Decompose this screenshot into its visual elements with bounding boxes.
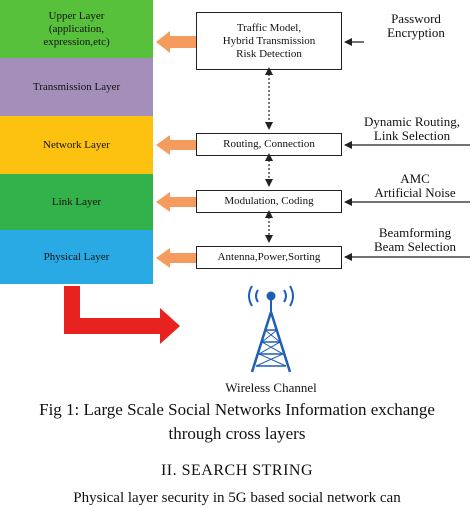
section-heading: II. SEARCH STRING xyxy=(160,462,314,479)
orange-arrow-physical xyxy=(156,248,196,268)
layer-network: Network Layer xyxy=(0,116,153,174)
label-amc-line-1: AMC xyxy=(400,171,430,186)
orange-arrow-network xyxy=(156,135,196,155)
box-routing-connection-label: Routing, Connection xyxy=(223,138,315,150)
diagram-connectors xyxy=(64,31,470,373)
red-bent-arrow xyxy=(64,286,180,344)
label-beamforming: Beamforming Beam Selection xyxy=(356,226,474,254)
figure-caption-line-1: Fig 1: Large Scale Social Networks Infor… xyxy=(39,400,435,419)
box-antenna-power: Antenna,Power,Sorting xyxy=(196,246,342,269)
layer-network-label: Network Layer xyxy=(43,138,110,151)
layer-upper: Upper Layer (application, expression,etc… xyxy=(0,0,153,58)
box-traffic-model-line-1: Traffic Model, xyxy=(236,21,302,34)
orange-arrow-link xyxy=(156,192,196,212)
layer-upper-line-1: Upper Layer xyxy=(48,9,105,22)
layer-physical: Physical Layer xyxy=(0,230,153,284)
label-password-encryption: Password Encryption xyxy=(360,12,472,40)
tower-icon xyxy=(248,285,294,373)
layer-physical-label: Physical Layer xyxy=(43,250,110,263)
label-beam-line-2: Beam Selection xyxy=(374,239,456,254)
label-password-line-2: Encryption xyxy=(387,25,445,40)
layer-upper-line-2: (application, xyxy=(48,22,105,35)
layer-link: Link Layer xyxy=(0,174,153,230)
box-traffic-model-line-3: Risk Detection xyxy=(236,47,302,60)
orange-arrow-upper xyxy=(156,31,196,53)
label-routing-line-2: Link Selection xyxy=(373,128,451,143)
label-password-line-1: Password xyxy=(391,11,441,26)
box-traffic-model-line-2: Hybrid Transmission xyxy=(222,34,316,47)
layer-transmission-label: Transmission Layer xyxy=(32,80,121,93)
box-antenna-power-label: Antenna,Power,Sorting xyxy=(217,251,321,263)
wireless-channel-label: Wireless Channel xyxy=(225,380,317,395)
label-routing-line-1: Dynamic Routing, xyxy=(363,114,461,129)
figure-caption-line-2: through cross layers xyxy=(168,424,306,443)
cut-off-body-text: Physical layer security in 5G based soci… xyxy=(73,490,401,506)
label-dynamic-routing: Dynamic Routing, Link Selection xyxy=(350,115,474,143)
label-amc-noise: AMC Artificial Noise xyxy=(356,172,474,200)
label-amc-line-2: Artificial Noise xyxy=(374,185,456,200)
layer-upper-line-3: expression,etc) xyxy=(43,35,110,48)
layer-link-label: Link Layer xyxy=(51,195,102,208)
label-beam-line-1: Beamforming xyxy=(378,225,452,240)
box-modulation-coding-label: Modulation, Coding xyxy=(224,195,314,207)
layer-transmission: Transmission Layer xyxy=(0,58,153,116)
box-routing-connection: Routing, Connection xyxy=(196,133,342,156)
